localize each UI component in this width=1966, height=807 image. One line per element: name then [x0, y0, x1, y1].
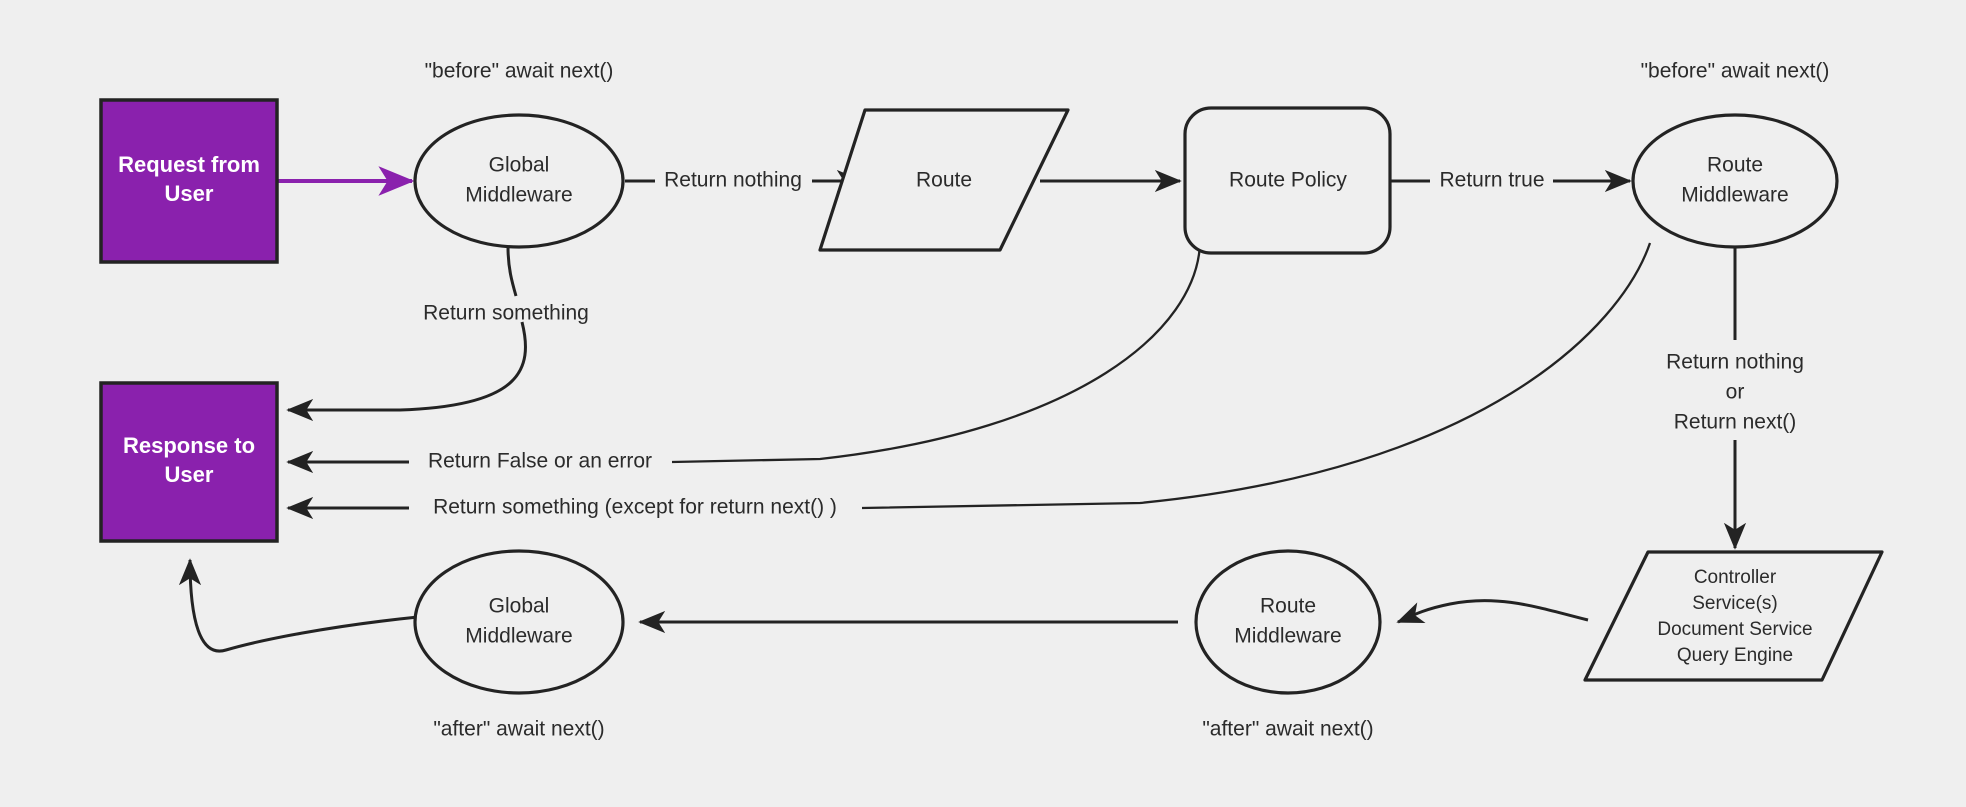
edge-label-return-nothing-or-next-line3: Return next(): [1674, 411, 1797, 434]
global-middleware-top-label-line1: Global: [489, 154, 550, 177]
note-before-await-next-global: "before" await next(): [425, 60, 614, 83]
edge-global-middleware-bottom-to-response: [178, 558, 419, 653]
note-before-await-next-route-middleware: "before" await next(): [1641, 60, 1830, 83]
route-policy-label: Route Policy: [1229, 169, 1347, 192]
route-middleware-bottom-label-line2: Middleware: [1234, 625, 1341, 648]
node-response-to-user[interactable]: Response to User: [99, 381, 279, 543]
edge-label-return-nothing-or-next-line2: or: [1726, 381, 1745, 404]
controller-label-line4: Query Engine: [1677, 645, 1793, 666]
edge-controller-to-route-middleware-bottom: [1396, 599, 1589, 624]
node-controller-services[interactable]: Controller Service(s) Document Service Q…: [1583, 550, 1884, 682]
request-from-user-label-line1: Request from: [118, 152, 260, 177]
response-to-user-label-line2: User: [165, 462, 214, 487]
request-from-user-label-line2: User: [165, 181, 214, 206]
edge-label-return-nothing: Return nothing: [664, 169, 802, 192]
edge-global-return-something-stub: [506, 246, 518, 297]
controller-label-line1: Controller: [1694, 567, 1777, 588]
global-middleware-bottom-label-line2: Middleware: [465, 625, 572, 648]
edge-route-policy-to-response-curve: [671, 243, 1202, 464]
node-route-policy[interactable]: Route Policy: [1183, 106, 1392, 255]
node-request-from-user[interactable]: Request from User: [99, 98, 279, 264]
controller-label-line3: Document Service: [1657, 619, 1812, 640]
node-route-middleware-bottom[interactable]: Route Middleware: [1194, 549, 1382, 695]
edge-label-return-something: Return something: [423, 302, 589, 325]
global-middleware-top-label-line2: Middleware: [465, 184, 572, 207]
edge-global-middleware-to-response: [286, 321, 527, 422]
response-to-user-label-line1: Response to: [123, 433, 255, 458]
node-route-middleware-top[interactable]: Route Middleware: [1631, 113, 1839, 249]
edge-label-return-true: Return true: [1439, 169, 1544, 192]
note-after-await-next-route-middleware: "after" await next(): [1202, 718, 1373, 741]
edge-label-return-nothing-or-next-line1: Return nothing: [1666, 351, 1804, 374]
node-global-middleware-top[interactable]: Global Middleware: [413, 113, 625, 249]
global-middleware-bottom-label-line1: Global: [489, 595, 550, 618]
edge-label-return-something-except-next: Return something (except for return next…: [433, 496, 837, 519]
route-middleware-bottom-label-line1: Route: [1260, 595, 1316, 618]
note-after-await-next-global: "after" await next(): [433, 718, 604, 741]
edge-label-return-false-or-error: Return False or an error: [428, 450, 652, 473]
controller-label-line2: Service(s): [1692, 593, 1778, 614]
node-global-middleware-bottom[interactable]: Global Middleware: [413, 549, 625, 695]
node-route[interactable]: Route: [818, 108, 1070, 252]
route-label: Route: [916, 169, 972, 192]
edge-route-middleware-to-response-curve: [861, 242, 1652, 510]
route-middleware-top-label-line2: Middleware: [1681, 184, 1788, 207]
route-middleware-top-label-line1: Route: [1707, 154, 1763, 177]
